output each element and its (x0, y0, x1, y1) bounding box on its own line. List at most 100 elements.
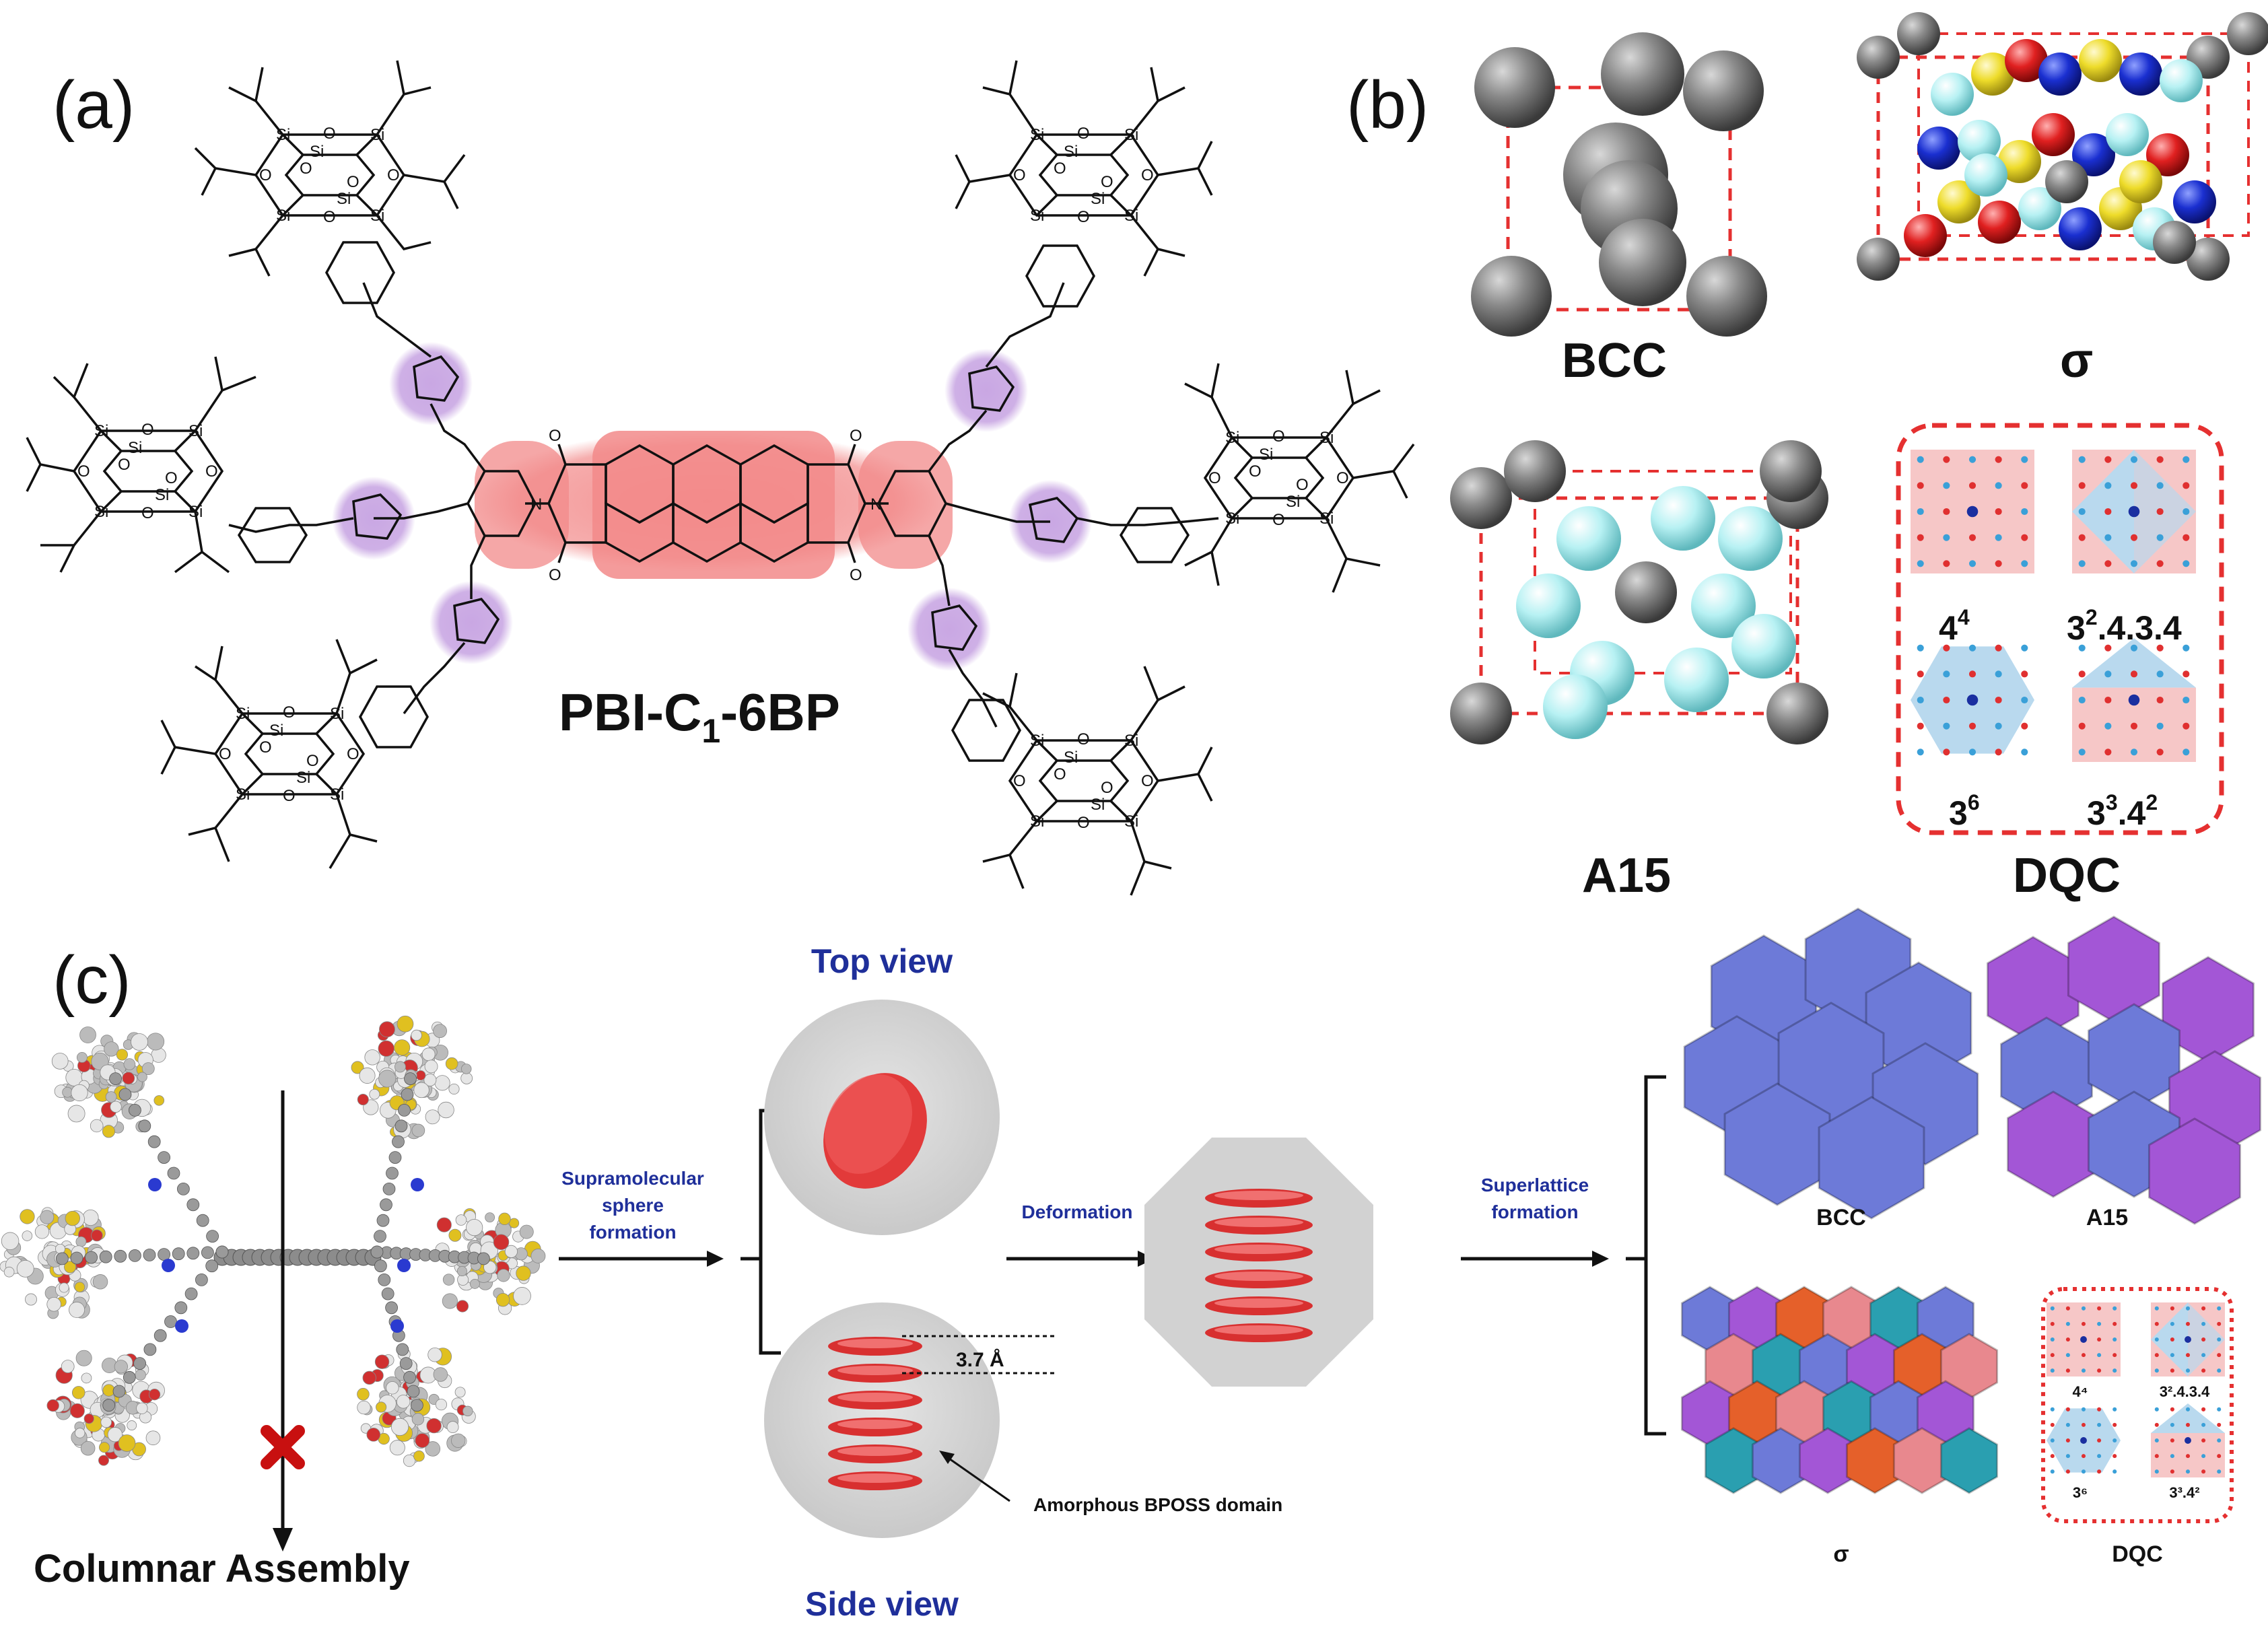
cage-atom (366, 1428, 381, 1442)
tile-dot (2130, 534, 2138, 541)
cage-atom (456, 1265, 467, 1277)
panel-a: (a) (26, 60, 1415, 896)
tile-dot (2217, 1454, 2222, 1459)
cage-atom (394, 1039, 411, 1056)
tile-dot (1943, 748, 1950, 756)
sigma-sphere (2146, 133, 2189, 176)
arm-atom (109, 1072, 123, 1085)
arm-atom (399, 1357, 413, 1370)
tile-dot (1917, 456, 1924, 463)
atom-o: O (1141, 166, 1154, 184)
cage-atom (79, 1026, 96, 1043)
triangle-tile (2151, 1403, 2225, 1433)
arm-atom (394, 1119, 408, 1133)
atom-o: O (165, 469, 178, 487)
cage-atom (504, 1245, 518, 1258)
tile-dot (2112, 1337, 2117, 1342)
cage-atom (80, 1440, 96, 1456)
cage-atom (91, 1229, 103, 1242)
arrow2-label: Deformation (1022, 1201, 1133, 1222)
pbi-core-highlight (471, 431, 953, 579)
panel-c: (c) Columnar Assembly Supramolecular sph… (0, 907, 2262, 1623)
tile-dot (2201, 1469, 2206, 1474)
cage-atom (434, 1075, 450, 1091)
tile-dot (2021, 456, 2028, 463)
tile-center-dot (1966, 694, 1979, 706)
sigma-sphere (2045, 160, 2088, 203)
tile-center-dot (2080, 1437, 2087, 1444)
arm-atom (407, 1385, 420, 1398)
tile-dot (1943, 482, 1950, 489)
arm-atom (215, 1245, 229, 1259)
tile-dot (2112, 1438, 2117, 1443)
tile-dot (2130, 670, 2138, 678)
tile-dot (1917, 748, 1924, 756)
nitrogen-atom (411, 1178, 424, 1191)
tile-dot (2112, 1407, 2117, 1412)
cage-atom (25, 1293, 37, 1306)
tile-dot (2156, 748, 2164, 756)
tile-dot (1968, 670, 1977, 678)
cage-atom (424, 1059, 438, 1074)
arm-atom (386, 1166, 399, 1180)
cage-atom (145, 1430, 161, 1446)
sigma-sphere (2079, 39, 2122, 82)
sigma-sphere (1978, 201, 2021, 244)
cage-atom (1, 1232, 20, 1251)
tile-dot (2217, 1321, 2222, 1326)
cage-atom (498, 1212, 511, 1226)
tile-dot (2156, 508, 2164, 516)
cage-atom (460, 1064, 472, 1074)
cage-atom (364, 1049, 380, 1066)
arm-atom (99, 1250, 112, 1263)
atom-si: Si (1064, 748, 1078, 767)
tile-dot (2021, 670, 2028, 678)
tile-dot (2185, 1306, 2191, 1311)
arm-atom (158, 1248, 171, 1261)
cage-atom (92, 1274, 108, 1290)
cage-atom (454, 1387, 466, 1398)
pbi-disc-highlight (837, 1393, 913, 1402)
tile-dot (2021, 696, 2028, 704)
a15-cyan-sphere (1718, 506, 1783, 571)
cage-atom (378, 1070, 397, 1088)
tile-dot (1995, 696, 2002, 704)
cage-atom (466, 1218, 483, 1237)
cage-atom (102, 1125, 116, 1138)
cage-atom (396, 1395, 411, 1409)
cage-atom (59, 1282, 69, 1293)
tile-dot (2201, 1407, 2206, 1412)
tile-dot (2183, 482, 2190, 489)
tile-dot (2201, 1368, 2206, 1373)
tile-dot (2097, 1321, 2102, 1326)
tile-dot (2081, 1454, 2086, 1459)
cage-atom (411, 1123, 425, 1138)
bracket-2 (1626, 1075, 1666, 1436)
atom-si: Si (370, 207, 384, 225)
cage-atom (426, 1418, 442, 1434)
atom-o: O (1101, 173, 1113, 191)
tile-dot (2081, 1353, 2086, 1358)
tile-dot (2065, 1368, 2070, 1373)
cage-atom (69, 1403, 85, 1418)
arm-atom (392, 1135, 405, 1148)
arm-atom (128, 1104, 141, 1117)
atom-si: Si (1091, 796, 1105, 814)
tile-dot (2183, 696, 2190, 704)
atom-si: Si (1124, 207, 1138, 225)
atom-si: Si (337, 190, 351, 208)
cage-atom (82, 1209, 99, 1226)
tile-dot (2097, 1368, 2102, 1373)
atom-o: O (77, 462, 90, 481)
tile-dot (2154, 1454, 2159, 1459)
arrow1-line3: formation (589, 1222, 676, 1243)
tile-dot (2081, 1306, 2086, 1311)
cage-atom (519, 1224, 534, 1239)
cage-atom (357, 1400, 371, 1415)
atom-o: O (323, 208, 336, 226)
tile-dot (2112, 1321, 2117, 1326)
pbi-disc-highlight (837, 1420, 913, 1429)
atom-si: Si (94, 503, 108, 521)
atom-o: O (1272, 511, 1285, 529)
nitrogen-atom (148, 1178, 162, 1191)
